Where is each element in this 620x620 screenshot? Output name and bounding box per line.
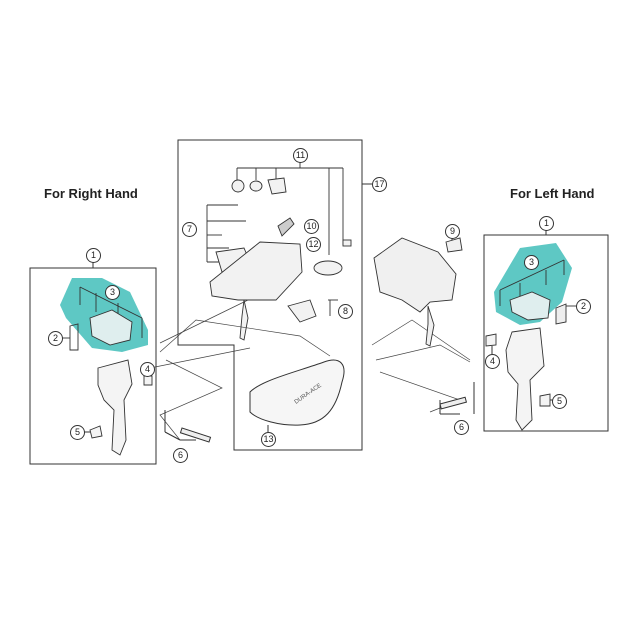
center-box	[177, 139, 363, 451]
callout-right-1[interactable]: 1	[86, 248, 101, 263]
callout-left-3[interactable]: 3	[524, 255, 539, 270]
callout-left-2[interactable]: 2	[576, 299, 591, 314]
callout-right-4[interactable]: 4	[140, 362, 155, 377]
hood-cover	[249, 359, 345, 426]
callout-8[interactable]: 8	[338, 304, 353, 319]
callout-12[interactable]: 12	[306, 237, 321, 252]
callout-left-5[interactable]: 5	[552, 394, 567, 409]
callout-left-6[interactable]: 6	[454, 420, 469, 435]
callout-13[interactable]: 13	[261, 432, 276, 447]
callout-right-6[interactable]: 6	[173, 448, 188, 463]
callout-left-4[interactable]: 4	[485, 354, 500, 369]
callout-left-1[interactable]: 1	[539, 216, 554, 231]
callout-17[interactable]: 17	[372, 177, 387, 192]
callout-right-2[interactable]: 2	[48, 331, 63, 346]
left-hand-title: For Left Hand	[510, 186, 595, 201]
callout-7[interactable]: 7	[182, 222, 197, 237]
callout-right-3[interactable]: 3	[105, 285, 120, 300]
callout-10[interactable]: 10	[304, 219, 319, 234]
right-hand-title: For Right Hand	[44, 186, 138, 201]
callout-11[interactable]: 11	[293, 148, 308, 163]
callout-right-5[interactable]: 5	[70, 425, 85, 440]
callout-left-9[interactable]: 9	[445, 224, 460, 239]
